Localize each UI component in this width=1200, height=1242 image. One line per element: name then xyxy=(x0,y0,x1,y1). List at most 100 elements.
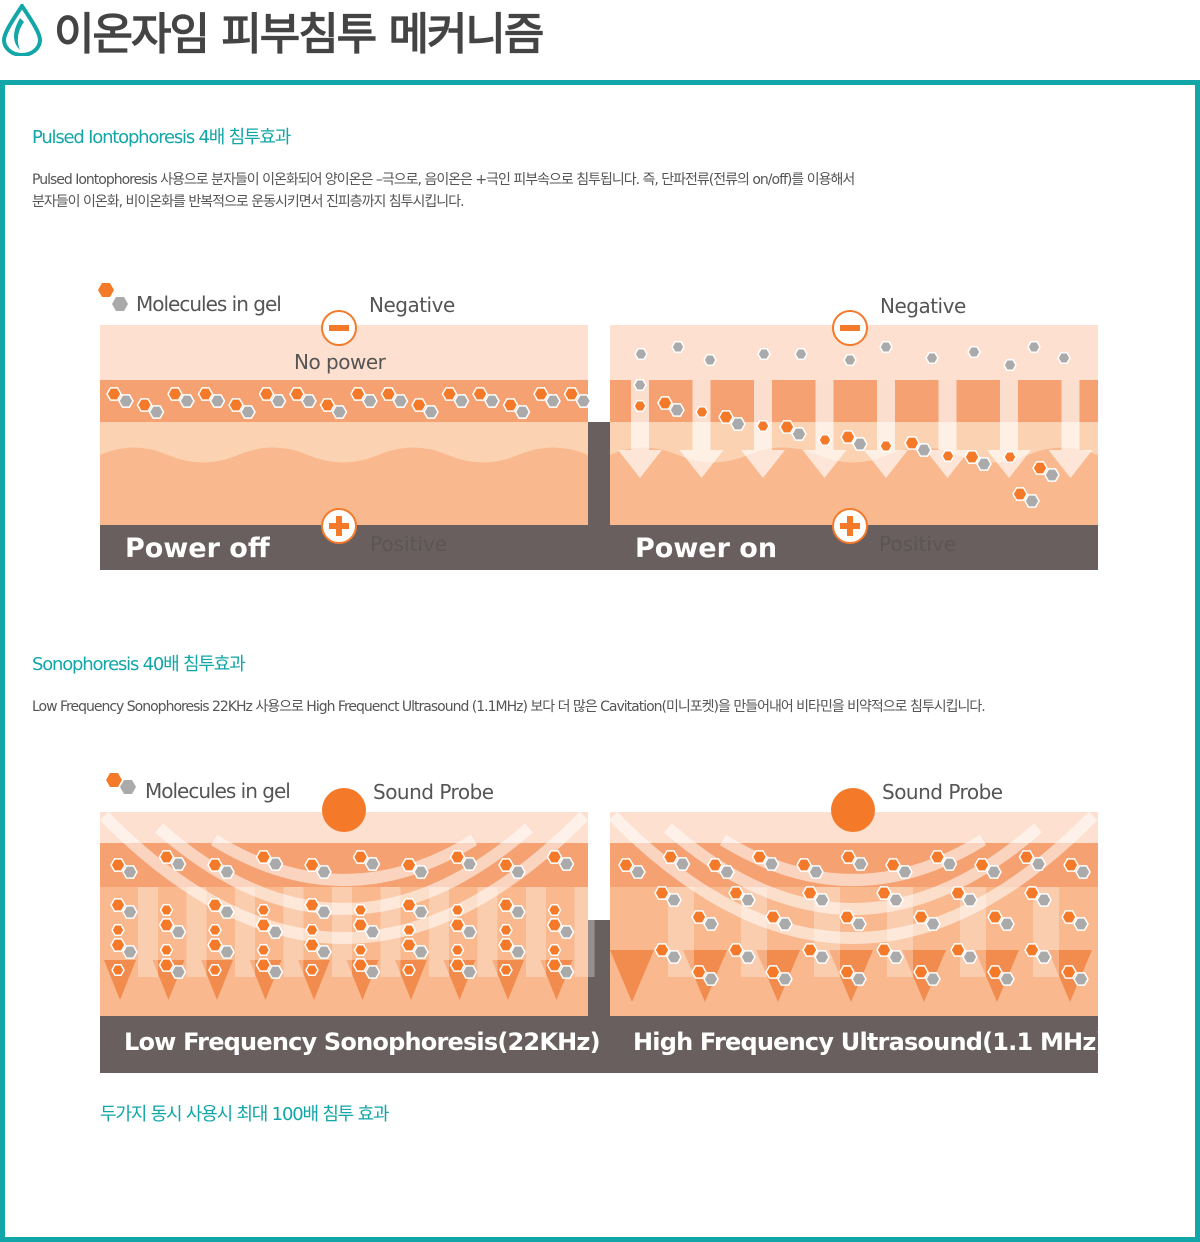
molecule-hex xyxy=(1036,950,1052,964)
molecule-pair xyxy=(662,850,691,871)
molecule-pair xyxy=(728,943,756,964)
molecule-hex xyxy=(674,857,691,871)
molecule-pair xyxy=(796,858,824,879)
molecule-hex xyxy=(987,910,1003,924)
molecule-pair xyxy=(691,910,719,931)
molecule-pair xyxy=(502,398,531,419)
water-drop-icon xyxy=(2,4,42,56)
molecule-hex xyxy=(301,394,317,408)
no-power-label: No power xyxy=(294,350,387,374)
molecule-hex xyxy=(962,893,978,907)
molecule-pair xyxy=(964,450,992,471)
molecule-pair xyxy=(1032,461,1060,482)
sound-probe-icon xyxy=(322,788,366,832)
molecule-hex xyxy=(950,943,966,957)
molecule-hex xyxy=(110,898,126,912)
molecule-hex xyxy=(484,394,500,408)
channel xyxy=(526,887,546,977)
molecule-pair xyxy=(618,858,646,879)
molecule-pair xyxy=(546,958,575,979)
molecule-pair xyxy=(1061,910,1089,931)
molecule-hex xyxy=(1024,494,1040,508)
molecule-hex xyxy=(974,858,990,872)
molecule-hex xyxy=(671,341,685,353)
molecule-hex xyxy=(703,972,719,986)
minus-electrode-icon xyxy=(321,310,357,346)
molecule-hex xyxy=(122,905,138,919)
iontophoresis-heading: Pulsed Iontophoresis 4배 침투효과 xyxy=(32,127,291,148)
molecule-pair xyxy=(839,965,867,986)
molecule-pair xyxy=(350,387,378,408)
molecule-hex xyxy=(876,943,892,957)
molecule-hex xyxy=(122,865,138,879)
molecule-hex xyxy=(352,958,369,972)
molecule-hex xyxy=(255,850,272,864)
molecule-hex xyxy=(413,945,429,959)
plus-electrode-icon xyxy=(832,508,868,544)
channel xyxy=(138,887,158,977)
molecule-hex xyxy=(1018,850,1035,864)
molecule-pair xyxy=(304,938,332,959)
molecule-pair xyxy=(533,387,561,408)
molecule-hex xyxy=(304,858,320,872)
molecule-hex xyxy=(510,905,526,919)
iontophoresis-diagram: Molecules in gel Negative No power Posit… xyxy=(98,283,1098,570)
molecule-hex xyxy=(1057,352,1071,364)
molecule-pair xyxy=(255,958,284,979)
molecule-hex xyxy=(111,964,125,976)
legend-icon xyxy=(106,773,136,794)
molecule-hex xyxy=(1032,461,1048,475)
molecule-hex xyxy=(219,945,235,959)
pore-cone xyxy=(610,950,654,1002)
molecule-hex xyxy=(929,850,946,864)
molecule-hex xyxy=(630,865,646,879)
molecule-hex xyxy=(765,910,781,924)
molecule-hex xyxy=(976,457,992,471)
molecule-pair xyxy=(258,387,287,408)
molecule-hex xyxy=(913,965,929,979)
molecule-hex xyxy=(331,405,348,419)
high-frequency-label: High Frequency Ultrasound(1.1 MHz) xyxy=(633,1028,1106,1056)
molecule-pair xyxy=(158,958,187,979)
molecule-hex xyxy=(267,965,284,979)
down-arrow-icon xyxy=(618,380,662,478)
molecule-hex xyxy=(411,398,427,412)
molecule-pair xyxy=(654,886,682,907)
molecule-hex xyxy=(441,387,458,401)
molecule-hex xyxy=(802,943,818,957)
molecule-hex xyxy=(814,893,830,907)
molecule-pair xyxy=(352,850,381,871)
molecule-hex xyxy=(814,950,830,964)
channel xyxy=(477,887,498,977)
molecule-pair xyxy=(207,898,235,919)
molecule-hex xyxy=(575,394,592,408)
molecule-hex xyxy=(158,918,175,932)
molecule-hex xyxy=(719,865,735,879)
molecule-hex xyxy=(695,406,709,418)
molecule-hex xyxy=(662,850,679,864)
molecule-hex xyxy=(796,858,812,872)
molecule-hex xyxy=(547,944,562,956)
molecule-hex xyxy=(558,925,575,939)
molecule-hex xyxy=(402,964,416,976)
molecule-hex xyxy=(364,925,381,939)
molecule-hex xyxy=(633,379,647,391)
molecule-pair xyxy=(197,387,226,408)
molecule-hex xyxy=(1061,910,1077,924)
molecule-hex xyxy=(256,944,271,956)
molecule-pair xyxy=(1063,858,1091,879)
sonophoresis-heading: Sonophoresis 40배 침투효과 xyxy=(32,654,246,675)
molecule-hex xyxy=(633,400,647,412)
molecule-pair xyxy=(765,910,793,931)
molecule-hex xyxy=(401,938,417,952)
molecule-hex xyxy=(904,436,920,450)
molecule-pair xyxy=(136,398,165,419)
molecule-hex xyxy=(1044,468,1060,482)
molecule-hex xyxy=(728,943,744,957)
legend-icon xyxy=(98,283,128,311)
molecule-hex xyxy=(219,865,235,879)
molecule-hex xyxy=(1073,917,1089,931)
molecule-pair xyxy=(110,898,138,919)
molecule-hex xyxy=(316,905,332,919)
